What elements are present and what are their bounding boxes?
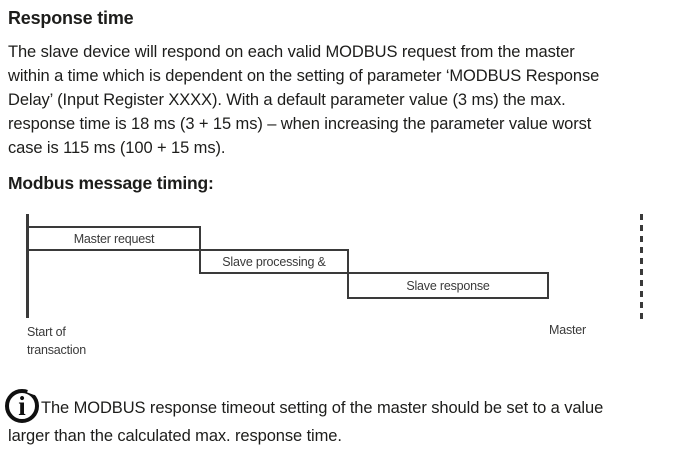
intro-line: The slave device will respond on each va…: [8, 43, 575, 61]
start-label-line: transaction: [27, 343, 86, 357]
timing-box-slave-response: Slave response: [347, 272, 549, 299]
note-text-line: larger than the calculated max. response…: [8, 427, 342, 445]
timing-box-slave-processing: Slave processing &: [199, 249, 349, 274]
master-timeout-dashed-line: [640, 214, 643, 319]
note-text-line: The MODBUS response timeout setting of t…: [41, 399, 604, 417]
intro-line: within a time which is dependent on the …: [8, 67, 600, 85]
start-of-transaction-label: Start of transaction: [27, 323, 86, 359]
section-subheading: Modbus message timing:: [8, 173, 214, 193]
timing-box-label: Slave processing &: [222, 254, 326, 269]
start-of-transaction-line: [26, 214, 29, 318]
timing-box-label: Slave response: [406, 278, 490, 293]
master-label: Master: [549, 323, 587, 337]
timing-box-label: Master request: [73, 231, 155, 246]
page-title: Response time: [8, 8, 134, 28]
info-icon-glyph: i: [18, 391, 26, 421]
modbus-timing-diagram: Master request Slave processing & Slave …: [0, 210, 681, 365]
intro-line: case is 115 ms (100 + 15 ms).: [8, 139, 226, 157]
intro-line: response time is 18 ms (3 + 15 ms) – whe…: [8, 115, 592, 133]
timing-box-master-request: Master request: [27, 226, 201, 251]
intro-paragraph: The slave device will respond on each va…: [8, 40, 599, 160]
info-icon: i: [5, 385, 39, 423]
start-label-line: Start of: [27, 325, 66, 339]
intro-line: Delay’ (Input Register XXXX). With a def…: [8, 91, 566, 109]
